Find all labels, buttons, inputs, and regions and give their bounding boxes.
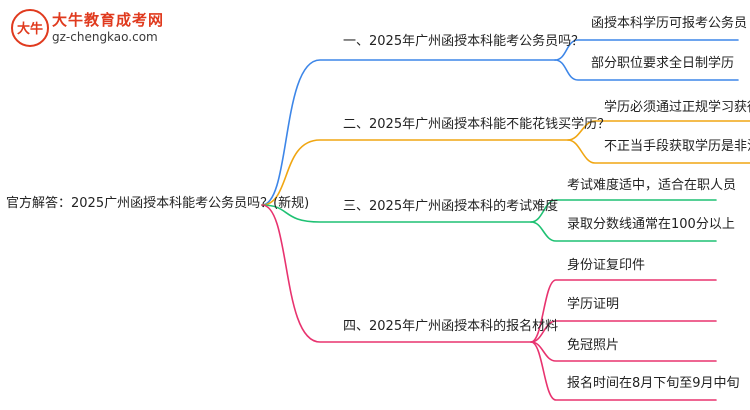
branch-4-label: 四、2025年广州函授本科的报名材料 [343,319,559,334]
leaf-2-2-connector [567,139,750,164]
logo-mark-icon: 大牛 [11,9,49,47]
leaf-3-1-connector [530,199,717,223]
leaf-4-2: 学历证明 [567,297,620,312]
leaf-3-2: 录取分数线通常在100分以上 [567,217,735,232]
leaf-1-2-connector [554,59,739,81]
branch-2-connector [261,139,569,206]
branch-2-label: 二、2025年广州函授本科能不能花钱买学历？ [343,117,611,132]
leaf-4-1-connector [530,279,717,343]
logo-url: gz-chengkao.com [52,30,158,44]
leaf-4-2-connector [530,320,717,343]
logo-brand: 大牛教育成考网 [52,11,165,29]
leaf-4-4-connector [530,341,717,401]
leaf-4-3: 免冠照片 [567,338,620,353]
leaf-1-1-connector [554,39,739,61]
mindmap-root: 官方解答：2025广州函授本科能考公务员吗？(新规) [6,196,310,211]
leaf-3-2-connector [530,221,717,242]
leaf-4-1: 身份证复印件 [567,258,646,273]
leaf-4-4: 报名时间在8月下旬至9月中旬 [567,376,740,391]
branch-3-label: 三、2025年广州函授本科的考试难度 [343,199,559,214]
branch-4-connector [261,204,532,343]
leaf-2-2: 不正当手段获取学历是非法的 [604,139,750,154]
branch-1-connector [261,59,556,206]
branch-1-label: 一、2025年广州函授本科能考公务员吗？ [343,34,585,49]
logo-mark-text: 大牛 [17,21,43,37]
site-logo[interactable]: 大牛 大牛教育成考网 gz-chengkao.com [6,6,176,50]
leaf-1-2: 部分职位要求全日制学历 [591,56,735,71]
leaf-3-1: 考试难度适中，适合在职人员 [567,178,737,193]
leaf-2-1-connector [567,120,750,141]
leaf-2-1: 学历必须通过正规学习获得 [604,100,750,115]
leaf-4-3-connector [530,341,717,362]
leaf-1-1: 函授本科学历可报考公务员 [591,16,748,31]
branch-3-connector [261,204,532,223]
